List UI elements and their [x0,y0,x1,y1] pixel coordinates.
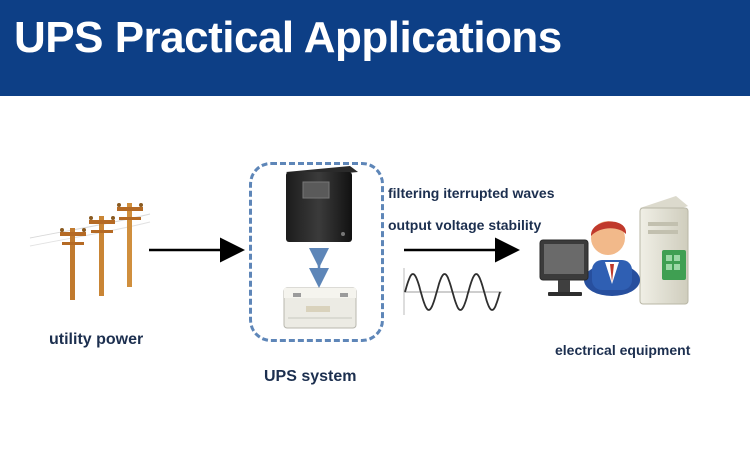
ups-tower-icon [286,166,358,242]
diagram-canvas [29,166,689,329]
output-voltage-label: output voltage stability [388,217,542,233]
power-pole-icon [29,203,151,300]
filtering-label: filtering iterrupted waves [388,185,555,201]
sine-wave-icon [403,268,502,315]
page-title: UPS Practical Applications [14,13,562,62]
utility-power-label: utility power [49,331,144,348]
title-banner: UPS Practical Applications [0,0,750,96]
battery-icon [283,287,357,329]
electrical-equipment-label: electrical equipment [555,342,691,358]
ups-system-label: UPS system [264,368,357,385]
server-icon [639,196,689,305]
ups-system-box [249,162,384,342]
computer-user-icon [539,221,640,296]
